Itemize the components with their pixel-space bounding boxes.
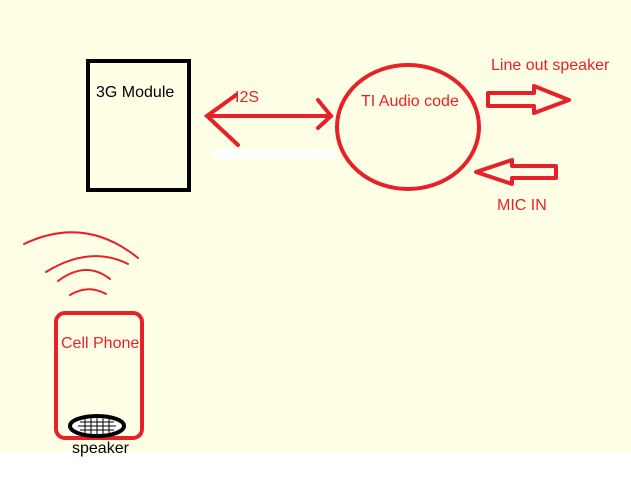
line-out-arrow [486,84,571,115]
wireless-signal-icon [23,231,139,296]
white-smudge [212,150,336,159]
speaker-grille-icon [68,414,126,438]
mic-in-arrow [474,158,558,186]
i2s-label: I2S [235,89,260,106]
mic-in-label: MIC IN [497,197,547,214]
bottom-strip [0,452,631,479]
3g-module-box [86,59,191,192]
phone-label: Cell Phone [61,335,140,352]
cell-phone-outline [54,311,144,440]
module-label: 3G Module [96,84,175,101]
codec-label: TI Audio code [361,93,459,110]
audio-codec-circle [335,63,481,191]
line-out-label: Line out speaker [491,57,610,74]
speaker-label: speaker [72,440,129,457]
diagram-background [0,0,631,452]
i2s-bidirectional-arrow [203,93,334,147]
